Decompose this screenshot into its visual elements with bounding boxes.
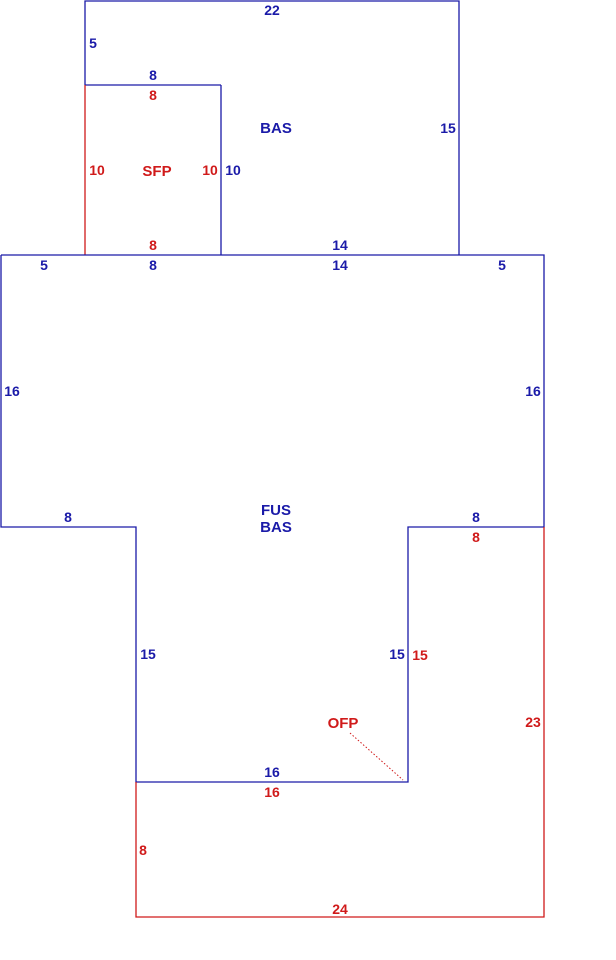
dim-top-22: 22 <box>264 2 280 18</box>
dim-ofp-bottom-16: 16 <box>264 784 280 800</box>
dim-left-step-8: 8 <box>64 509 72 525</box>
dim-ofp-inner-15: 15 <box>412 647 428 663</box>
area-label-fus: FUS <box>261 502 291 519</box>
area-label-bas-top: BAS <box>260 120 292 137</box>
dim-ofp-top-8: 8 <box>472 529 480 545</box>
dim-sfp-right-10: 10 <box>202 162 218 178</box>
dim-bas-right-10: 10 <box>225 162 241 178</box>
dim-main-top-8: 8 <box>149 257 157 273</box>
area-label-sfp: SFP <box>142 163 171 180</box>
dim-main-top-5-right: 5 <box>498 257 506 273</box>
dim-ofp-right-23: 23 <box>525 714 541 730</box>
ofp-outline <box>135 527 545 918</box>
main-outline <box>0 254 545 783</box>
dim-left-5: 5 <box>89 35 97 51</box>
dim-main-top-5-left: 5 <box>40 257 48 273</box>
dim-bas-bottom-8: 8 <box>149 67 157 83</box>
dim-bas-bottom-14: 14 <box>332 237 348 253</box>
bas-top-outline <box>84 0 460 255</box>
area-label-ofp: OFP <box>328 715 359 732</box>
dim-main-top-14: 14 <box>332 257 348 273</box>
dim-sfp-bottom-8: 8 <box>149 237 157 253</box>
dim-sfp-left-10: 10 <box>89 162 105 178</box>
dim-inner-left-15: 15 <box>140 646 156 662</box>
dim-left-16: 16 <box>4 383 20 399</box>
dim-right-15: 15 <box>440 120 456 136</box>
dim-ofp-left-8: 8 <box>139 842 147 858</box>
area-label-bas-main: BAS <box>260 519 292 536</box>
dim-inner-right-15: 15 <box>389 646 405 662</box>
dim-right-step-8: 8 <box>472 509 480 525</box>
dim-right-16: 16 <box>525 383 541 399</box>
ofp-leader-line <box>349 732 404 781</box>
dim-sfp-top-8: 8 <box>149 87 157 103</box>
dim-ofp-bottom-24: 24 <box>332 901 348 917</box>
dim-bottom-16: 16 <box>264 764 280 780</box>
